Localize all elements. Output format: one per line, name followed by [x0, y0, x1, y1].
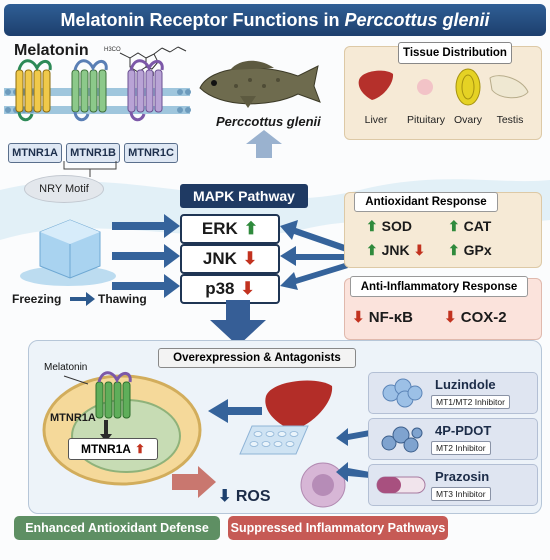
4p-pdot-molecule-icon: [381, 426, 423, 453]
title-species: Perccottus glenii: [344, 9, 490, 30]
left-arrows: [112, 214, 180, 298]
up-arrow: [246, 130, 282, 158]
mtnr1a-box-arrow-icon: ⬆: [134, 442, 146, 456]
antioxidant-jnk-label: JNK: [381, 242, 410, 258]
nry-bracket: [63, 161, 117, 177]
mapk-p38: p38 ⬇: [180, 274, 280, 304]
ice-cube-icon: [20, 219, 116, 286]
inhibitor-arrows: [336, 428, 370, 482]
antioxidant-jnk: ⬆ JNK ⬇: [366, 242, 425, 259]
gpx-arrow-icon: ⬆: [448, 242, 460, 258]
antioxidant-cat-label: CAT: [463, 218, 492, 234]
inhibitor-4p-pdot: 4P-PDOT MT2 Inhibitor: [368, 418, 538, 460]
big-down-arrow: [210, 300, 266, 346]
overexpression-heading: Overexpression & Antagonists: [158, 348, 356, 368]
cox2-arrow-icon: ⬇: [444, 309, 457, 326]
ros-arrows: [172, 466, 216, 498]
mapk-jnk: JNK ⬇: [180, 244, 280, 274]
antioxidant-cat: ⬆ CAT: [448, 218, 491, 235]
mtnr1a-box-label: MTNR1A: [80, 442, 131, 456]
fish-icon: [199, 60, 321, 108]
antioxidant-gpx: ⬆ GPx: [448, 242, 492, 259]
fish-caption: Perccottus glenii: [216, 114, 321, 129]
luzindole-tag: MT1/MT2 Inhibitor: [431, 395, 510, 409]
freeze-thaw-arrow: [70, 292, 95, 306]
cat-arrow-icon: ⬆: [448, 218, 460, 234]
diagram-title: Melatonin Receptor Functions in Perccott…: [4, 4, 546, 36]
ros-arrow-icon: ⬇: [218, 488, 232, 505]
inhibitor-luzindole: Luzindole MT1/MT2 Inhibitor: [368, 372, 538, 414]
lower-receptor-icon: [95, 371, 132, 419]
inflammatory-nfkb: ⬇ NF-κB: [352, 308, 413, 326]
mapk-heading: MAPK Pathway: [180, 184, 308, 208]
lower-liver-icon: [265, 380, 333, 430]
svg-text:H3CO: H3CO: [104, 47, 121, 53]
melatonin-heading: Melatonin: [14, 42, 89, 59]
tissue-heading: Tissue Distribution: [398, 42, 512, 64]
receptor-down-arrow: [100, 420, 112, 442]
antioxidant-sod-label: SOD: [381, 218, 412, 234]
receptor-label-mtnr1b: MTNR1B: [66, 143, 120, 163]
4p-pdot-tag: MT2 Inhibitor: [431, 441, 491, 455]
mapk-p38-arrow-icon: ⬇: [240, 279, 255, 298]
antioxidant-sod: ⬆ SOD: [366, 218, 412, 235]
prazosin-tag: MT3 Inhibitor: [431, 487, 491, 501]
blue-left-arrow: [208, 399, 262, 423]
mapk-erk: ERK ⬆: [180, 214, 280, 244]
mapk-erk-label: ERK: [201, 219, 238, 238]
4p-pdot-name: 4P-PDOT: [435, 423, 492, 438]
mapk-jnk-label: JNK: [202, 249, 237, 268]
tissue-label-ovary: Ovary: [453, 114, 482, 126]
mtnr1c-receptor-icon: [127, 59, 164, 122]
tissue-label-testis: Testis: [496, 114, 524, 126]
receptor-label-mtnr1a: MTNR1A: [8, 143, 62, 163]
lower-melatonin-label: Melatonin: [44, 362, 88, 373]
prazosin-capsule-icon: [376, 476, 426, 494]
inflammatory-nfkb-label: NF-κB: [368, 309, 413, 326]
title-main: Melatonin Receptor Functions in: [60, 9, 340, 30]
thawing-label: Thawing: [98, 292, 147, 306]
right-arrows: [280, 220, 348, 290]
ros-label: ⬇ ROS: [218, 486, 271, 506]
nry-motif-label: NRY Motif: [24, 175, 104, 203]
pituitary-icon: [417, 79, 433, 95]
jnk-down-arrow-icon: ⬇: [413, 242, 426, 258]
lower-receptor-label: MTNR1A: [50, 412, 96, 424]
receptor-label-mtnr1c: MTNR1C: [124, 143, 178, 163]
mtnr1a-overexpression-box: MTNR1A ⬆: [68, 438, 158, 460]
anti-inflammatory-heading: Anti-Inflammatory Response: [350, 276, 528, 297]
mapk-jnk-arrow-icon: ⬇: [242, 249, 258, 268]
luzindole-molecule-icon: [382, 378, 423, 408]
inflammatory-cox2: ⬇ COX-2: [444, 308, 507, 326]
luzindole-name: Luzindole: [435, 377, 496, 392]
footer-antioxidant: Enhanced Antioxidant Defense: [14, 516, 220, 540]
mapk-erk-arrow-icon: ⬆: [243, 219, 259, 238]
liver-icon: [358, 70, 394, 100]
antioxidant-gpx-label: GPx: [463, 242, 492, 258]
nfkb-arrow-icon: ⬇: [352, 309, 365, 326]
tissue-label-pituitary: Pituitary: [407, 114, 445, 126]
melatonin-pointer: [63, 375, 89, 385]
well-plate-icon: [239, 425, 309, 455]
mapk-p38-label: p38: [205, 279, 235, 298]
antioxidant-heading: Antioxidant Response: [354, 192, 498, 212]
ros-text: ROS: [235, 488, 271, 505]
footer-inflammatory: Suppressed Inflammatory Pathways: [228, 516, 448, 540]
sod-arrow-icon: ⬆: [366, 218, 378, 234]
inhibitor-prazosin: Prazosin MT3 Inhibitor: [368, 464, 538, 506]
jnk-up-arrow-icon: ⬆: [366, 242, 378, 258]
freezing-label: Freezing: [12, 292, 62, 306]
purple-cell-icon: [300, 462, 346, 508]
testis-icon: [489, 75, 529, 99]
inflammatory-cox2-label: COX-2: [460, 309, 507, 326]
mtnr1b-receptor-icon: [71, 59, 108, 122]
prazosin-name: Prazosin: [435, 469, 490, 484]
tissue-label-liver: Liver: [364, 114, 388, 126]
ovary-icon: [455, 68, 481, 106]
mtnr1a-receptor-icon: [15, 59, 52, 122]
